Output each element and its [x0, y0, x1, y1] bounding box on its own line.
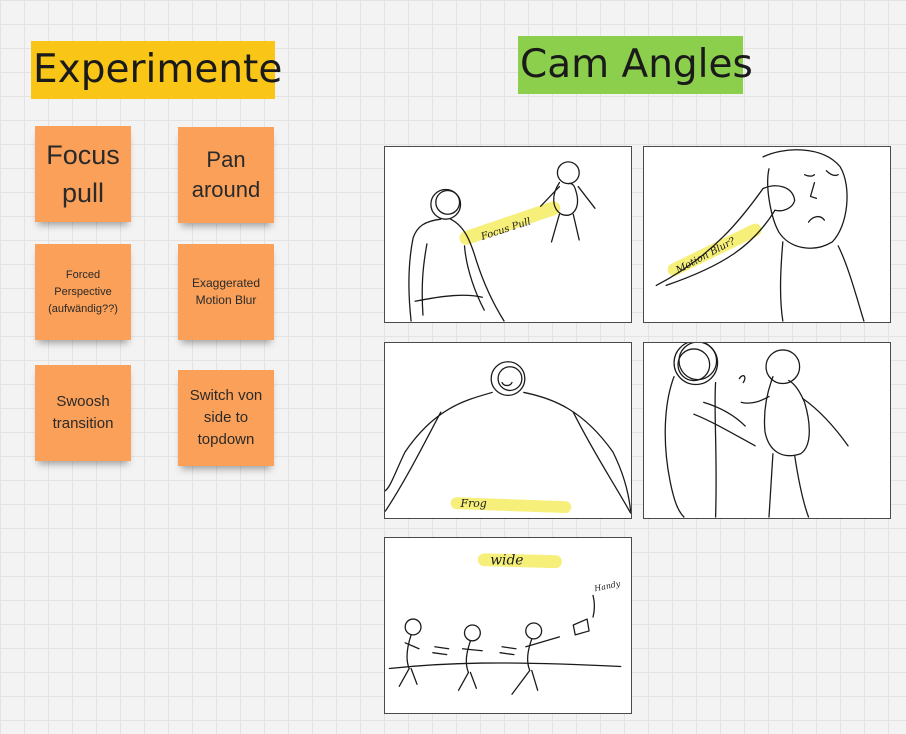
sticky-note-text: Swoosh transition [52, 393, 114, 432]
frame-annotation: Motion Blur? [673, 235, 737, 276]
storyboard-frame-motion-blur[interactable]: Motion Blur? [643, 146, 891, 323]
sticky-note-text: Exaggerated Motion Blur [191, 276, 261, 307]
storyboard-frame-frog[interactable]: Frog [384, 342, 632, 519]
sketch-motion-blur: Motion Blur? [655, 149, 865, 322]
experimente-heading[interactable]: Experimente [31, 41, 282, 99]
sticky-note-text: Pan around [191, 147, 261, 202]
storyboard-frame-focus-pull[interactable]: Focus Pull [384, 146, 632, 323]
sticky-note-text: Focus pull [46, 140, 120, 208]
sticky-note-swoosh-transition[interactable]: Swoosh transition [35, 365, 131, 461]
sticky-note-text: Forced Perspective (aufwändig??) [48, 268, 118, 315]
frame-annotation: wide [490, 553, 523, 569]
sketch-two-figures [664, 343, 849, 518]
sketch-frog: Frog [385, 361, 631, 514]
sticky-note-switch-side-topdown[interactable]: Switch von side to topdown [178, 370, 274, 466]
storyboard-frame-two-figures[interactable] [643, 342, 891, 519]
storyboard-frame-wide[interactable]: wide Handy [384, 537, 632, 714]
sticky-note-exaggerated-motion-blur[interactable]: Exaggerated Motion Blur [178, 244, 274, 340]
sketch-wide: wide Handy [388, 553, 622, 695]
frame-extra-annotation: Handy [593, 579, 622, 594]
cam-angles-heading[interactable]: Cam Angles [518, 36, 753, 94]
sticky-note-text: Switch von side to topdown [189, 387, 263, 448]
sketch-focus-pull: Focus Pull [408, 161, 596, 322]
frame-annotation: Frog [460, 497, 487, 510]
sticky-note-pan-around[interactable]: Pan around [178, 127, 274, 223]
sticky-note-forced-perspective[interactable]: Forced Perspective (aufwändig??) [35, 244, 131, 340]
sticky-note-focus-pull[interactable]: Focus pull [35, 126, 131, 222]
